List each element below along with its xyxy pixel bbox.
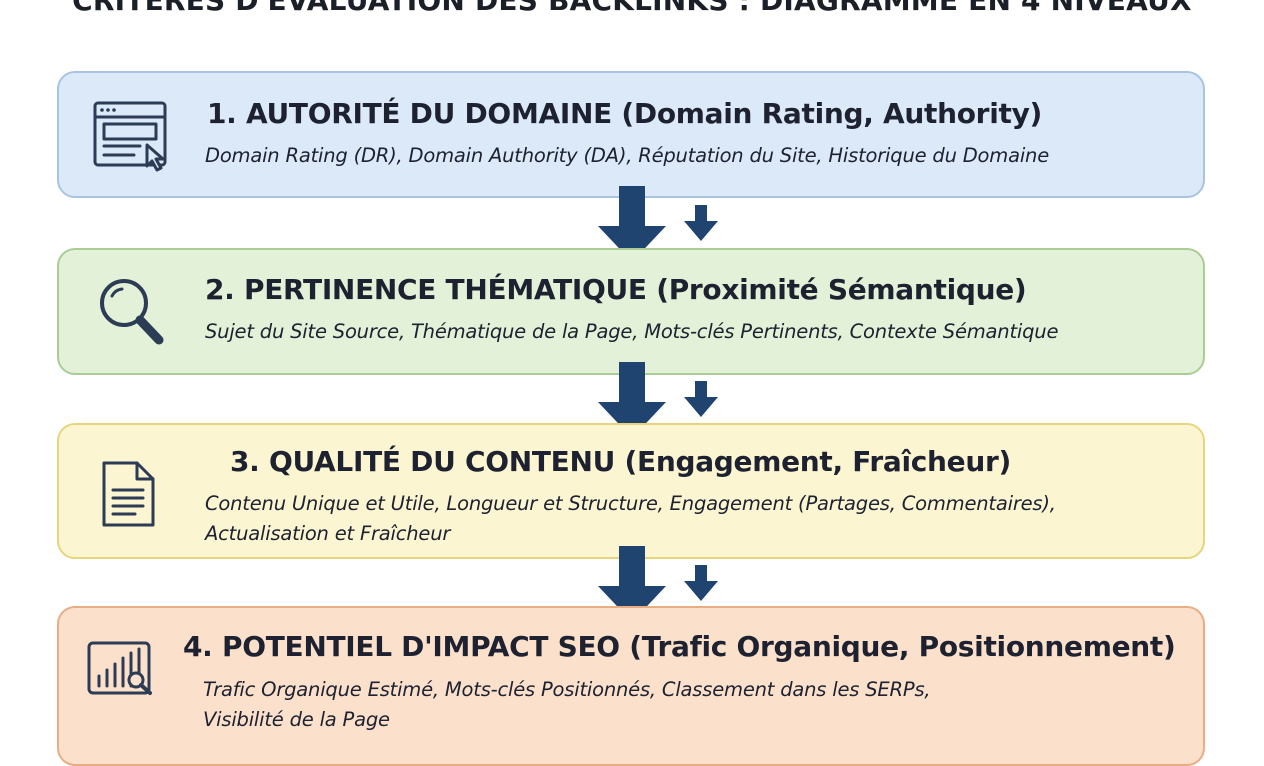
analytics-chart-icon: [87, 641, 152, 695]
down-arrow-large-3: [598, 546, 666, 622]
level-1-box: 1. AUTORITÉ DU DOMAINE (Domain Rating, A…: [57, 71, 1205, 198]
page-title: CRITÈRES D'ÉVALUATION DES BACKLINKS : DI…: [72, 0, 1192, 17]
level-1-details: Domain Rating (DR), Domain Authority (DA…: [205, 144, 1050, 167]
down-arrow-small-1: [684, 205, 718, 241]
level-2-box: 2. PERTINENCE THÉMATIQUE (Proximité Séma…: [57, 248, 1205, 375]
down-arrow-large-1: [598, 186, 666, 262]
level-2-heading: 2. PERTINENCE THÉMATIQUE (Proximité Séma…: [205, 273, 1027, 306]
down-arrow-small-2: [684, 381, 718, 417]
level-3-details-line-2: Actualisation et Fraîcheur: [205, 522, 451, 545]
browser-window-cursor-icon: [93, 101, 167, 172]
document-icon: [102, 461, 155, 527]
level-4-box: 4. POTENTIEL D'IMPACT SEO (Trafic Organi…: [57, 606, 1205, 766]
magnifier-icon: [100, 279, 164, 345]
level-3-box: 3. QUALITÉ DU CONTENU (Engagement, Fraîc…: [57, 423, 1205, 559]
down-arrow-small-3: [684, 565, 718, 601]
level-4-details-line-1: Trafic Organique Estimé, Mots-clés Posit…: [203, 678, 931, 701]
level-1-heading: 1. AUTORITÉ DU DOMAINE (Domain Rating, A…: [207, 97, 1043, 130]
level-4-details-line-2: Visibilité de la Page: [203, 708, 390, 731]
level-3-heading: 3. QUALITÉ DU CONTENU (Engagement, Fraîc…: [230, 445, 1012, 478]
down-arrow-large-2: [598, 362, 666, 438]
level-2-details: Sujet du Site Source, Thématique de la P…: [205, 320, 1059, 343]
level-3-details-line-1: Contenu Unique et Utile, Longueur et Str…: [205, 492, 1056, 515]
level-4-heading: 4. POTENTIEL D'IMPACT SEO (Trafic Organi…: [183, 630, 1176, 663]
